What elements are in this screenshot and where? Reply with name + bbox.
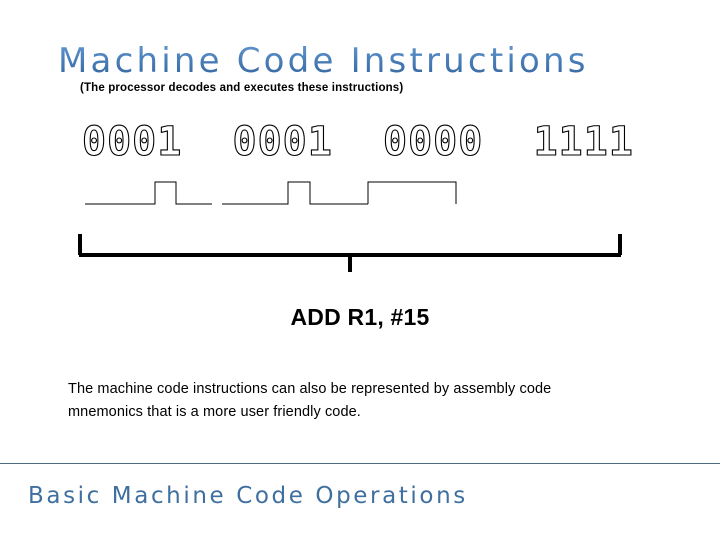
footer-heading: Basic Machine Code Operations xyxy=(28,483,468,509)
operand-field-bracket xyxy=(222,181,368,205)
page-title: Machine Code Instructions xyxy=(58,38,662,84)
assembly-mnemonic: ADD R1, #15 xyxy=(290,304,430,330)
immediate-field-bracket xyxy=(367,181,457,204)
body-paragraph: The machine code instructions can also b… xyxy=(68,381,552,420)
title-subtitle: (The processor decodes and executes thes… xyxy=(80,82,404,94)
footer-divider xyxy=(0,463,720,464)
machine-code-binary: 0001 0001 0000 1111 xyxy=(81,118,634,165)
opcode-field-bracket xyxy=(85,181,212,205)
